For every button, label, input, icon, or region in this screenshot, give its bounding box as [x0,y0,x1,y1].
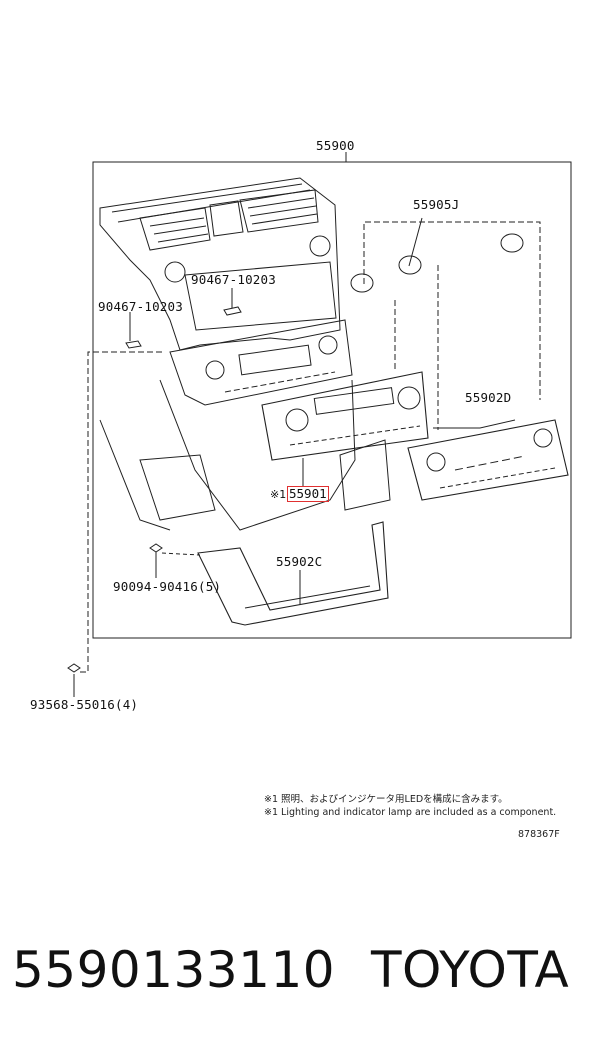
bolt-icon [67,663,81,673]
screw-dash [161,552,201,556]
label-knob: 55905J [413,197,460,212]
vent-slat [153,225,207,235]
figure-code: 878367F [518,829,560,840]
panel-c-edge [244,585,371,609]
dash-line [111,183,303,213]
note-japanese: ※1 照明、およびインジケータ用LEDを構成に含みます。 [264,794,508,805]
label-assembly: 55900 [316,138,355,153]
part-number: 5590133110 [12,941,336,999]
brand-name: TOYOTA [371,941,570,999]
assembly-frame [92,161,572,639]
label-panel-c: 55902C [276,554,323,569]
panel-d-leader [433,419,516,429]
clip-left-icon [125,340,142,349]
vent-slat [251,213,318,225]
knob-leader [408,217,423,267]
console-side [99,419,171,531]
climate-control-unit [261,371,429,461]
label-clip-left: 90467-10203 [98,299,183,314]
vent-slat [149,217,205,227]
console-right [339,439,391,511]
vent-left [139,207,211,251]
clip-upper-icon [223,306,242,316]
panel-d-knob-right [533,428,553,448]
label-control-unit-highlight[interactable]: 55901 [287,486,329,502]
panel-d-slots [454,455,526,471]
display-area [184,261,337,331]
knob-leader-frame [363,221,541,400]
vent-slat [157,233,209,243]
climate-display [313,387,395,415]
bolt-dash-leader [78,351,162,673]
audio-unit [169,319,353,406]
note-english: ※1 Lighting and indicator lamp are inclu… [264,807,557,818]
vent-slat [247,197,315,209]
screw-icon [149,543,163,553]
audio-knob-right [318,335,338,355]
label-panel-d: 55902D [465,390,512,405]
vent-center [209,200,244,237]
vent-slat [249,205,317,217]
panel-55902D [407,419,569,501]
climate-knob-left [285,408,309,432]
label-bolt: 93568-55016(4) [30,697,139,712]
knob-part-2 [398,255,422,275]
knob-part-1 [350,273,374,293]
audio-screen [238,344,312,376]
label-unit-mark: ※1 [270,488,287,501]
label-clip-upper: 90467-10203 [191,272,276,287]
console-bin [139,454,216,521]
audio-knob-left [205,360,225,380]
knob-dash-right [309,235,331,257]
label-screw: 90094-90416(5) [113,579,222,594]
climate-buttons [289,425,421,446]
panel-d-buttons [439,467,556,489]
vent-right [239,189,319,233]
panel-55902C [197,521,389,626]
dashboard-upper [99,177,341,351]
knob-dash-left [164,261,186,283]
knob-part-3 [500,233,524,253]
panel-d-knob-left [426,452,446,472]
climate-knob-right [397,386,421,410]
audio-buttons [224,371,336,393]
center-console [159,379,356,531]
